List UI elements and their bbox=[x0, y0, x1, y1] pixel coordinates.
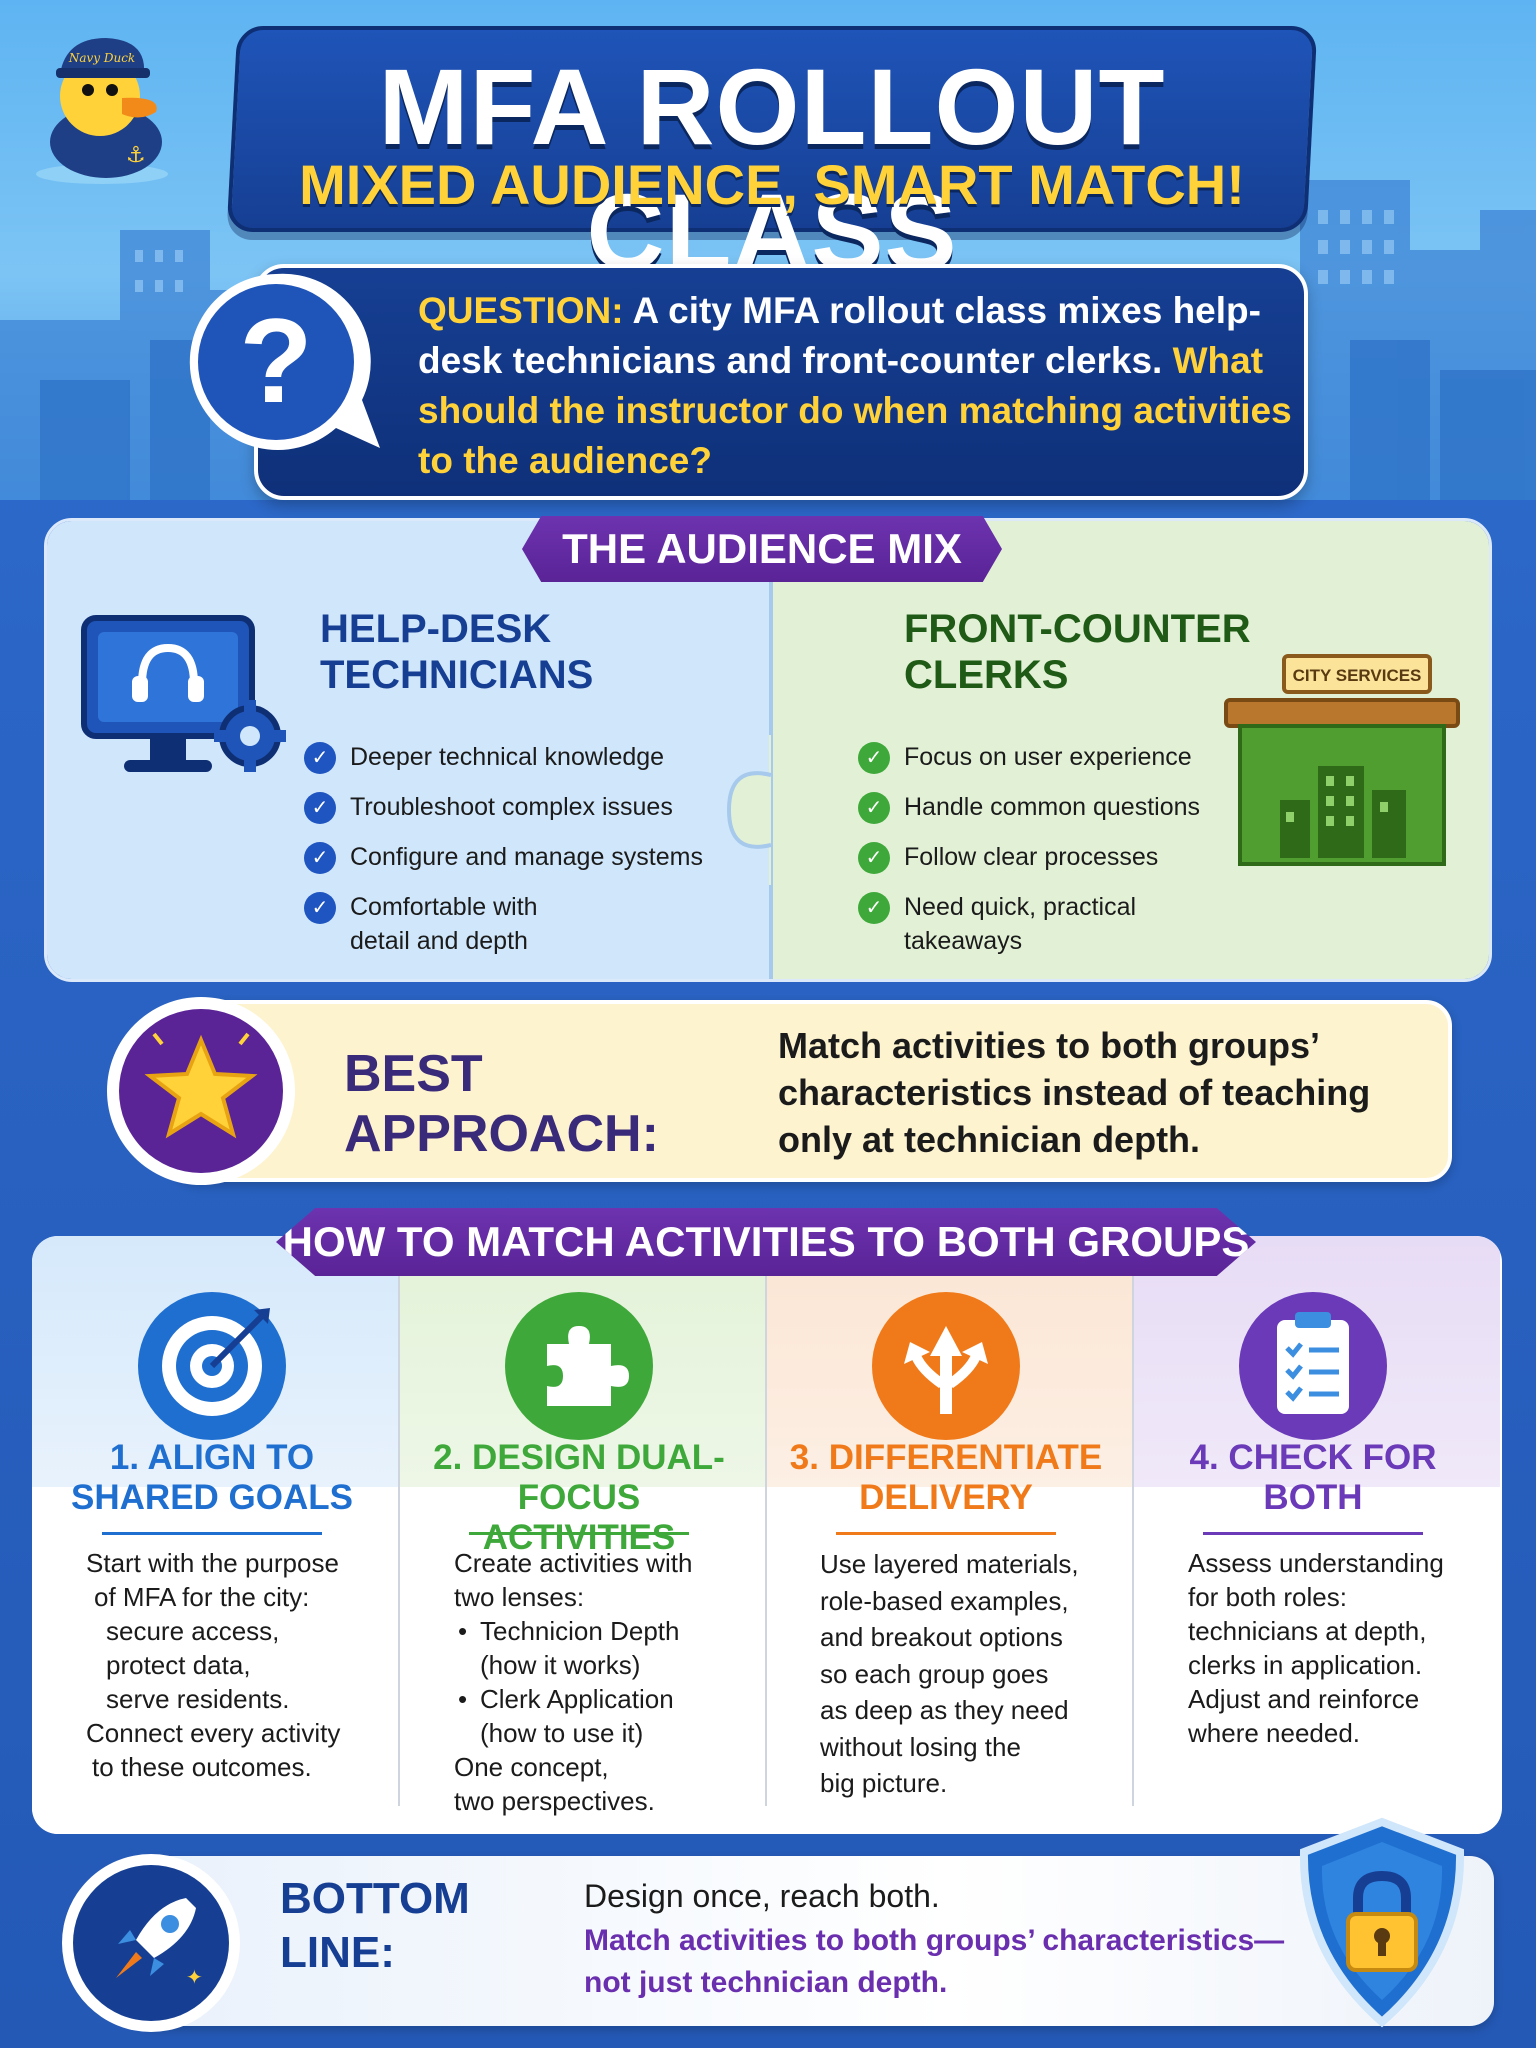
best-approach-box bbox=[172, 1000, 1452, 1182]
puzzle-connector-icon bbox=[726, 735, 772, 885]
city-services-counter-icon: CITY SERVICES bbox=[1224, 654, 1460, 866]
step-1-body: Start with the purpose of MFA for the ci… bbox=[86, 1548, 341, 1782]
how-to-heading: HOW TO MATCH ACTIVITIES TO BOTH GROUPS bbox=[276, 1208, 1256, 1276]
bottom-line-label: BOTTOM LINE: bbox=[280, 1874, 470, 1977]
list-item: ✓Focus on user experience bbox=[858, 740, 1258, 774]
question-highlight: What should the instructor do when match… bbox=[418, 340, 1292, 481]
clerks-title-line2: CLERKS bbox=[904, 653, 1069, 697]
helpdesk-title: HELP-DESK TECHNICIANS bbox=[320, 606, 720, 698]
column-divider bbox=[765, 1276, 767, 1806]
step-3-body: Use layered materials, role-based exampl… bbox=[820, 1549, 1079, 1798]
column-divider bbox=[1132, 1276, 1134, 1806]
step-3-title: 3. DIFFERENTIATE DELIVERY bbox=[789, 1438, 1103, 1517]
checkmark-icon: ✓ bbox=[858, 792, 890, 824]
helpdesk-traits-list: ✓Deeper technical knowledge ✓Troubleshoo… bbox=[304, 740, 724, 974]
list-item: Technicion Depth (how it works) bbox=[454, 1614, 744, 1682]
step-4-title: 4. CHECK FOR BOTH bbox=[1189, 1438, 1437, 1517]
step-2-title: 2. DESIGN DUAL-FOCUS ACTIVITIES bbox=[433, 1438, 725, 1557]
list-item: ✓Handle common questions bbox=[858, 790, 1258, 824]
bottom-line-text: Design once, reach both. bbox=[584, 1878, 940, 1914]
step-2-bullets: Technicion Depth (how it works) Clerk Ap… bbox=[454, 1614, 744, 1750]
audience-mix-heading: THE AUDIENCE MIX bbox=[522, 516, 1002, 582]
rocket-icon: ✦ bbox=[62, 1854, 240, 2032]
step-underline bbox=[836, 1532, 1056, 1535]
navy-duck-mascot-icon: Navy Duck ⚓ bbox=[36, 38, 168, 184]
target-icon bbox=[138, 1292, 286, 1440]
step-underline bbox=[1203, 1532, 1423, 1535]
best-approach-label: BEST APPROACH: bbox=[344, 1045, 659, 1163]
step-4-body: Assess understanding for both roles: tec… bbox=[1188, 1548, 1444, 1748]
checkmark-icon: ✓ bbox=[858, 742, 890, 774]
helpdesk-title-line1: HELP-DESK bbox=[320, 607, 552, 651]
list-item: ✓Configure and manage systems bbox=[304, 840, 724, 874]
svg-text:?: ? bbox=[239, 294, 312, 428]
helpdesk-title-line2: TECHNICIANS bbox=[320, 653, 594, 697]
step-2-body: Create activities with two lenses: Techn… bbox=[454, 1546, 744, 1818]
best-approach-text: Match activities to both groups’ charact… bbox=[778, 1025, 1371, 1160]
list-item: ✓Troubleshoot complex issues bbox=[304, 790, 724, 824]
list-item: ✓Comfortable with detail and depth bbox=[304, 890, 604, 958]
clipboard-checklist-icon bbox=[1239, 1292, 1387, 1440]
clerks-title: FRONT-COUNTER CLERKS bbox=[904, 606, 1304, 698]
bottom-line-box bbox=[132, 1856, 1494, 2026]
step-underline bbox=[469, 1532, 689, 1535]
mascot-cap-text: Navy Duck bbox=[68, 51, 135, 65]
helpdesk-monitor-icon bbox=[81, 615, 286, 772]
shield-lock-icon bbox=[1299, 1817, 1465, 2028]
list-item: ✓Follow clear processes bbox=[858, 840, 1258, 874]
checkmark-icon: ✓ bbox=[304, 742, 336, 774]
list-item: Clerk Application (how to use it) bbox=[454, 1682, 744, 1750]
question-text: QUESTION: A city MFA rollout class mixes… bbox=[418, 286, 1298, 486]
step-underline bbox=[102, 1532, 322, 1535]
star-icon bbox=[107, 997, 295, 1185]
svg-text:✦: ✦ bbox=[186, 1967, 203, 1989]
list-item: ✓Deeper technical knowledge bbox=[304, 740, 724, 774]
checkmark-icon: ✓ bbox=[858, 842, 890, 874]
checkmark-icon: ✓ bbox=[304, 892, 336, 924]
city-services-sign: CITY SERVICES bbox=[1293, 666, 1422, 685]
question-label: QUESTION: bbox=[418, 290, 624, 331]
split-arrows-icon bbox=[872, 1292, 1020, 1440]
step-1-title: 1. ALIGN TO SHARED GOALS bbox=[71, 1438, 353, 1517]
question-box bbox=[254, 264, 1308, 500]
question-body: A city MFA rollout class mixes help-desk… bbox=[418, 290, 1261, 381]
clerks-traits-list: ✓Focus on user experience ✓Handle common… bbox=[858, 740, 1258, 974]
list-item: ✓Need quick, practical takeaways bbox=[858, 890, 1148, 958]
checkmark-icon: ✓ bbox=[304, 792, 336, 824]
clerks-title-line1: FRONT-COUNTER bbox=[904, 607, 1251, 651]
column-divider bbox=[398, 1276, 400, 1806]
page-subtitle: MIXED AUDIENCE, SMART MATCH! bbox=[299, 153, 1245, 216]
question-mark-icon: ? bbox=[189, 273, 380, 450]
checkmark-icon: ✓ bbox=[304, 842, 336, 874]
checkmark-icon: ✓ bbox=[858, 892, 890, 924]
puzzle-piece-icon bbox=[505, 1292, 653, 1440]
bottom-line-highlight: Match activities to both groups’ charact… bbox=[584, 1924, 1285, 1999]
svg-text:⚓: ⚓ bbox=[126, 142, 146, 167]
